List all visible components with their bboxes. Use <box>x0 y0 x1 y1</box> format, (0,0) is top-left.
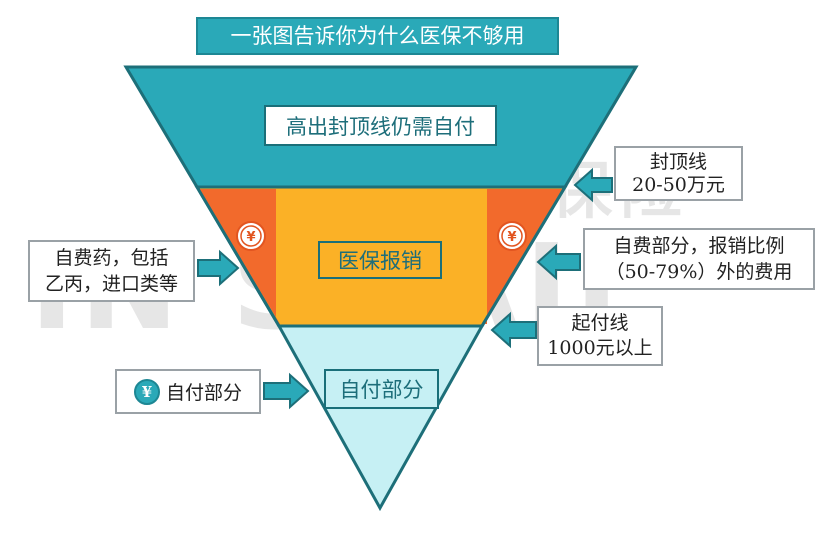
callout-selfpay-ratio-line1: 自费部分，报销比例 <box>613 235 785 257</box>
coin-left: ¥ <box>236 221 266 251</box>
callout-drugs: 自费药，包括 乙丙，进口类等 <box>28 240 195 302</box>
callout-deductible-line2: 1000元以上 <box>547 337 653 359</box>
callout-selfpay-ratio-line2: （50-79%）外的费用 <box>605 261 793 283</box>
callout-cap-line2: 20-50万元 <box>632 173 725 196</box>
arrow-deductible <box>490 311 537 349</box>
arrow-drugs <box>197 249 240 287</box>
callout-selfpay-legend: ¥ 自付部分 <box>115 369 261 414</box>
callout-deductible: 起付线 1000元以上 <box>537 306 663 366</box>
label-bottom-layer: 自付部分 <box>324 369 439 409</box>
page-title: 一张图告诉你为什么医保不够用 <box>196 17 559 55</box>
coin-left-symbol: ¥ <box>246 230 255 245</box>
arrow-selfpay-legend <box>263 372 310 410</box>
callout-drugs-line1: 自费药，包括 <box>54 247 169 269</box>
coin-right: ¥ <box>497 221 527 251</box>
callout-cap: 封顶线 20-50万元 <box>614 146 743 201</box>
arrow-selfpay-ratio <box>536 243 581 281</box>
yen-coin-icon: ¥ <box>133 378 160 405</box>
bottom-band <box>276 324 485 512</box>
coin-right-symbol: ¥ <box>507 230 516 245</box>
callout-selfpay-ratio: 自费部分，报销比例 （50-79%）外的费用 <box>583 228 815 290</box>
callout-deductible-line1: 起付线 <box>571 312 629 334</box>
callout-cap-line1: 封顶线 <box>649 150 707 173</box>
callout-drugs-line2: 乙丙，进口类等 <box>44 273 178 295</box>
label-middle-layer: 医保报销 <box>318 241 442 279</box>
label-top-layer: 高出封顶线仍需自付 <box>264 105 497 146</box>
callout-selfpay-legend-text: 自付部分 <box>165 382 242 404</box>
arrow-cap <box>573 167 613 203</box>
